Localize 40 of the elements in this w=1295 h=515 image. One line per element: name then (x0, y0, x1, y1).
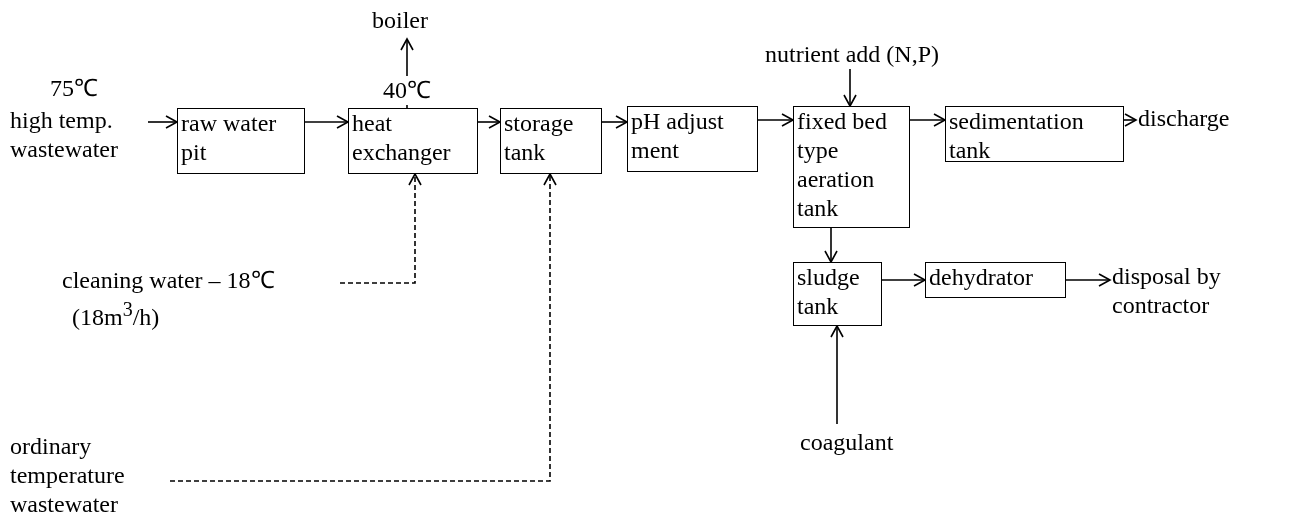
flow-arrow (147, 115, 178, 129)
flow-arrow (169, 173, 557, 482)
flow-label: disposal by contractor (1112, 262, 1292, 320)
process-box (793, 262, 882, 326)
process-box (793, 106, 910, 228)
flow-label: high temp. wastewater (10, 106, 148, 164)
flow-label: nutrient add (N,P) (765, 40, 985, 69)
flow-label: discharge (1138, 104, 1288, 133)
process-box (348, 108, 478, 174)
box-label: sedimentation tank (949, 107, 1085, 165)
flow-arrow (1065, 273, 1111, 287)
flow-rate-label: (18m$^{3}$/h) (72, 297, 161, 332)
flow-label: boiler (372, 6, 442, 35)
flow-arrow (830, 325, 844, 425)
box-label: sludge tank (797, 263, 861, 321)
box-label: raw water pit (181, 109, 278, 167)
process-box (500, 108, 602, 174)
box-label: fixed bed type aeration tank (797, 107, 888, 223)
flow-label: coagulant (800, 428, 920, 457)
flow-label: cleaning water – 18℃ (62, 266, 276, 295)
flow-arrow (477, 115, 501, 129)
flow-arrow (601, 115, 628, 129)
process-box (627, 106, 758, 172)
box-label: storage tank (504, 109, 575, 167)
flow-arrow (1123, 113, 1137, 127)
box-label: pH adjust ment (631, 107, 725, 165)
process-box (177, 108, 305, 174)
box-label: dehydrator (929, 263, 1034, 292)
process-box (945, 106, 1124, 162)
flow-arrow (304, 115, 349, 129)
flow-label: ordinary temperature wastewater (10, 432, 170, 515)
process-box (925, 262, 1066, 298)
edge-label: 40℃ (381, 76, 433, 106)
flow-arrow (339, 173, 422, 284)
flow-arrow (843, 68, 857, 107)
flow-arrow (909, 113, 946, 127)
flow-arrow (824, 227, 838, 263)
flow-arrow (881, 273, 926, 287)
flow-arrow (757, 113, 794, 127)
box-label: heat exchanger (352, 109, 452, 167)
